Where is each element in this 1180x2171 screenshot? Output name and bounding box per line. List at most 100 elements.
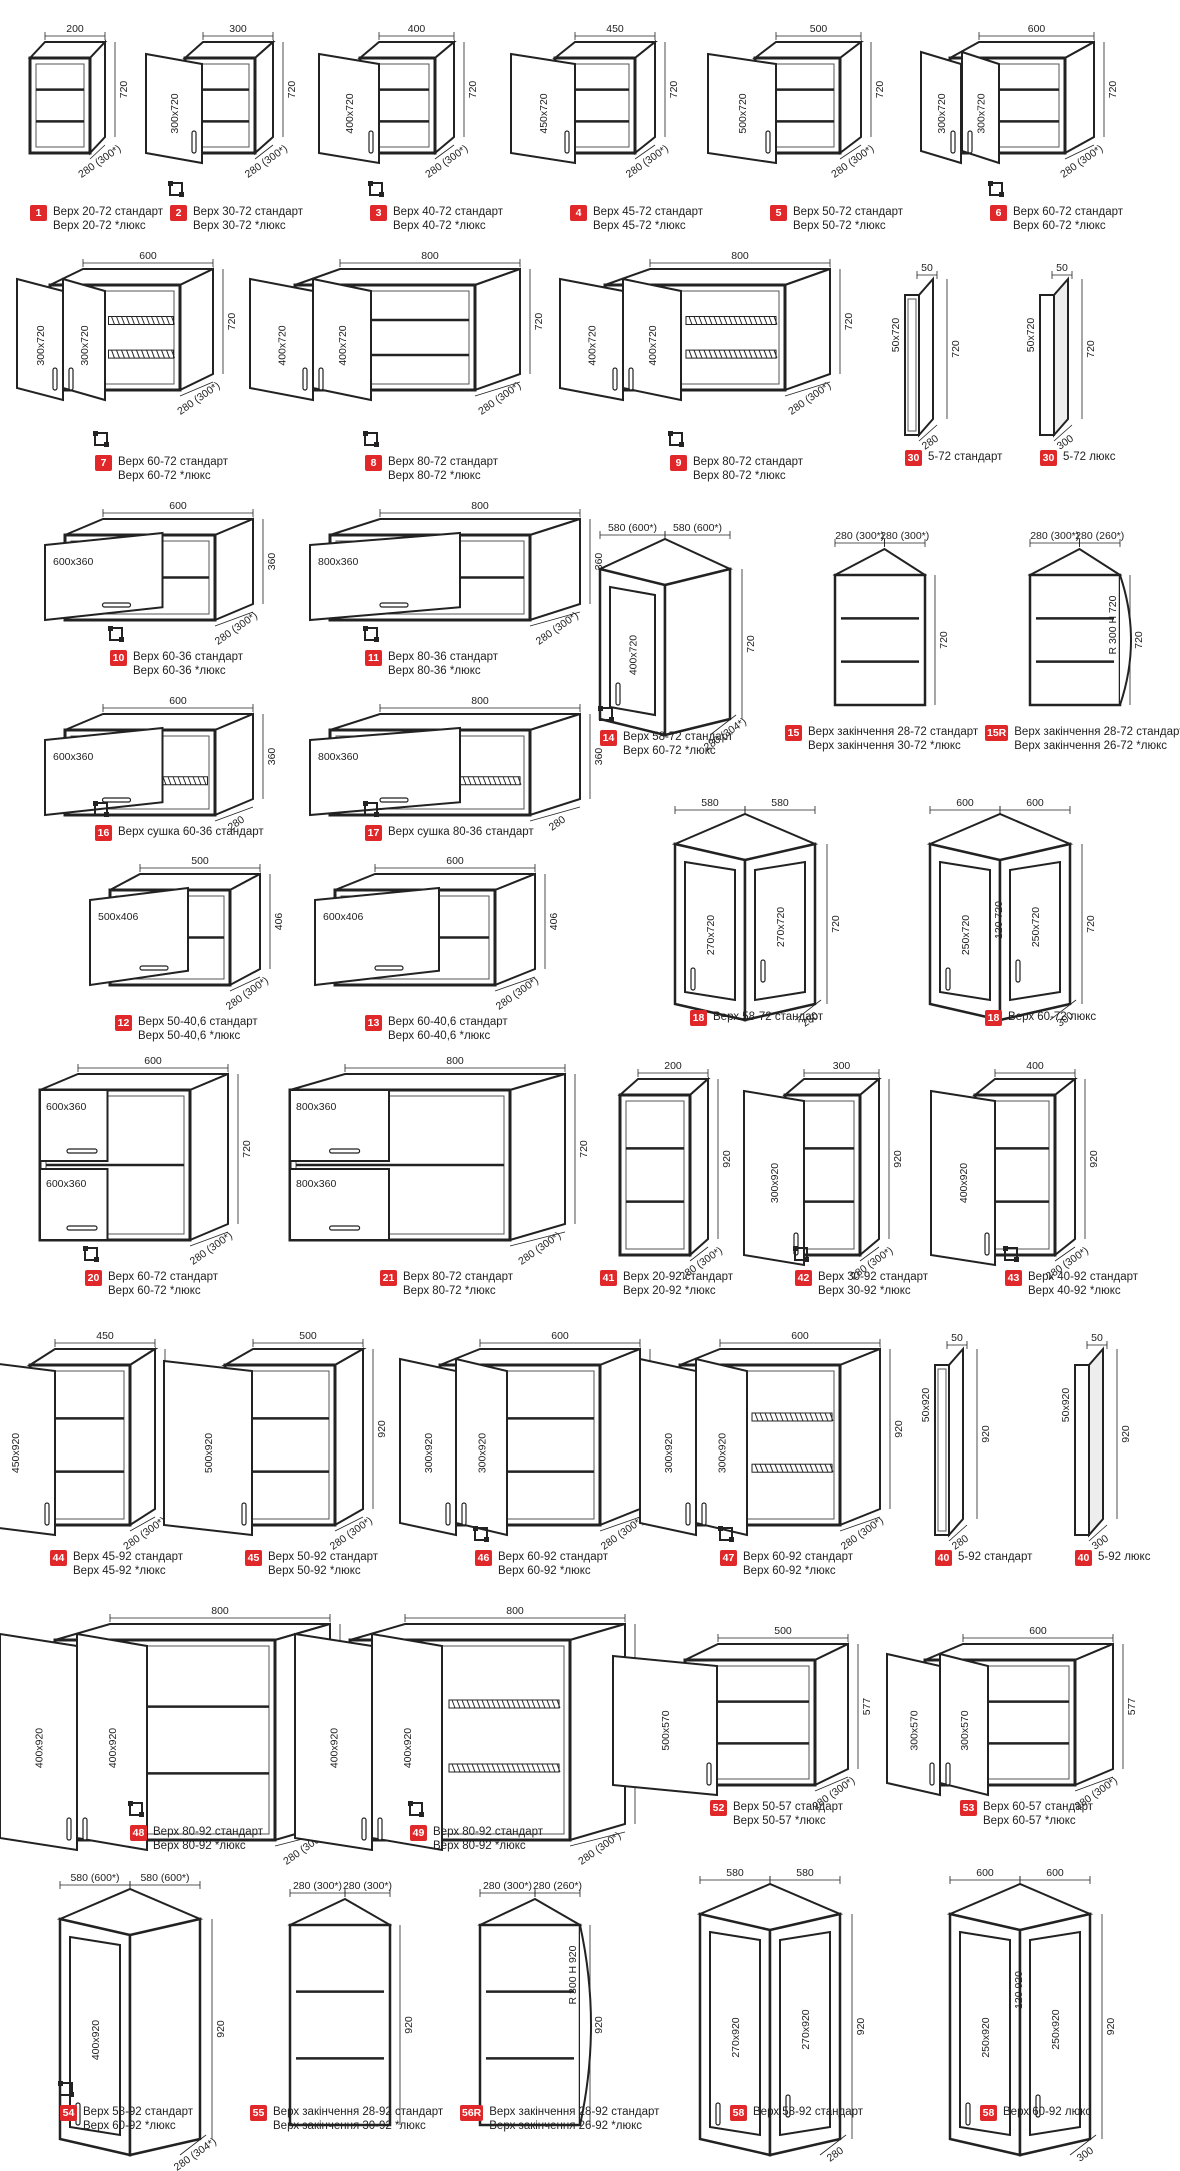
rack-bar <box>779 1464 784 1473</box>
cabinet-door[interactable] <box>886 1652 941 1797</box>
hinge-icon <box>83 1246 99 1262</box>
cabinet-door[interactable] <box>684 860 736 1002</box>
height-label: 720 <box>241 1140 253 1158</box>
cabinet-door[interactable] <box>0 1632 78 1852</box>
flip-door[interactable] <box>89 886 189 987</box>
door-size-label: 270x920 <box>800 2009 812 2049</box>
cabinet-door[interactable] <box>939 860 991 1002</box>
cabinet-door[interactable] <box>612 1654 718 1797</box>
cabinet-door[interactable] <box>609 585 656 717</box>
rack-bar <box>156 316 160 325</box>
cabinet-door[interactable] <box>312 277 372 402</box>
cabinet-door[interactable] <box>69 1935 121 2137</box>
cabinet-door[interactable] <box>707 52 777 165</box>
width-label: 50 <box>1056 262 1068 274</box>
item-title-line: Верх 80-36 стандарт <box>388 651 499 663</box>
cabinet-door[interactable] <box>294 1632 373 1852</box>
cabinet-door[interactable] <box>1029 1930 1081 2137</box>
item-number-badge: 45 <box>245 1550 262 1566</box>
rack-bar <box>713 349 718 359</box>
cabinet-door[interactable] <box>510 52 576 165</box>
door-handle <box>967 130 973 154</box>
flip-door[interactable] <box>289 1089 390 1162</box>
cabinet-door[interactable] <box>695 1357 748 1537</box>
flip-door[interactable] <box>309 531 461 622</box>
door-size-label: 300x920 <box>477 1433 489 1473</box>
item-title: 5-72 стандарт <box>928 450 1002 464</box>
door-handle <box>785 2094 791 2118</box>
cabinet-door[interactable] <box>0 1361 56 1537</box>
door-size-label: 50x720 <box>890 318 902 353</box>
hinge-icon <box>793 1246 809 1262</box>
cabinet-door[interactable] <box>76 1632 148 1852</box>
cabinet-side <box>89 39 106 156</box>
cabinet-door[interactable] <box>145 52 203 165</box>
curved-door[interactable] <box>579 1924 592 2126</box>
cabinet-door[interactable] <box>455 1357 508 1537</box>
width-label: 600 <box>144 1055 162 1067</box>
door-size-label: 500x570 <box>660 1710 672 1750</box>
width-label: 280 (260*) <box>1075 530 1124 542</box>
height-label: 406 <box>273 913 285 931</box>
cabinet-door[interactable] <box>371 1632 443 1852</box>
flip-door[interactable] <box>39 1089 109 1162</box>
height-label: 920 <box>403 2016 415 2034</box>
height-label: 920 <box>1120 1425 1132 1443</box>
door-size-label: 450x720 <box>538 93 550 133</box>
door-size-label: 120 920 <box>1013 1971 1025 2009</box>
cabinet-door[interactable] <box>639 1357 697 1537</box>
cabinet-door[interactable] <box>249 277 314 402</box>
item-title-line: Верх 40-72 стандарт <box>393 206 504 218</box>
door-size-label: 800x360 <box>318 751 358 763</box>
cabinet-interior <box>625 1100 685 1250</box>
dimension-line <box>709 714 737 736</box>
cabinet-door[interactable] <box>559 277 624 402</box>
flip-door[interactable] <box>44 531 164 622</box>
width-label: 280 (300*) <box>343 1880 392 1892</box>
cabinet-door[interactable] <box>1009 860 1061 1002</box>
depth-label: 280 <box>825 2145 846 2165</box>
rack-bar <box>187 776 192 785</box>
cabinet-door[interactable] <box>709 1930 761 2137</box>
cabinet-door[interactable] <box>754 860 806 1002</box>
cabinet-door[interactable] <box>318 52 380 165</box>
width-label: 280 (300*) <box>835 530 884 542</box>
item-number-badge: 14 <box>600 730 617 746</box>
flip-door[interactable] <box>39 1168 109 1241</box>
rack-bar <box>451 1699 456 1709</box>
cabinet-door[interactable] <box>743 1089 805 1267</box>
rack-bar <box>131 316 135 325</box>
width-label: 280 (300*) <box>483 1880 532 1892</box>
width-label: 600 <box>976 1867 994 1879</box>
cabinet-door[interactable] <box>16 277 64 402</box>
door-handle <box>929 1762 935 1786</box>
dimension-line <box>1054 1246 1076 1262</box>
cabinet-door[interactable] <box>622 277 682 402</box>
height-label: 360 <box>266 553 278 571</box>
rack-bar <box>202 776 207 785</box>
curved-door[interactable] <box>1119 574 1132 706</box>
cabinet-door[interactable] <box>779 1930 831 2137</box>
flip-door[interactable] <box>44 726 164 817</box>
flip-door[interactable] <box>289 1168 390 1241</box>
cabinet-door[interactable] <box>399 1357 457 1537</box>
cabinet-door[interactable] <box>959 1930 1011 2137</box>
flip-door[interactable] <box>314 886 440 987</box>
rack-bar <box>131 349 135 359</box>
rack-bar <box>809 1464 814 1473</box>
width-label: 600 <box>1029 1625 1047 1637</box>
dimension-line <box>1074 1776 1114 1792</box>
height-label: 920 <box>892 1150 904 1168</box>
flip-door[interactable] <box>309 726 461 817</box>
door-size-label: 500x720 <box>737 93 749 133</box>
cabinet-door[interactable] <box>163 1359 253 1537</box>
cabinet-door[interactable] <box>939 1652 989 1797</box>
cabinet-door[interactable] <box>930 1089 996 1267</box>
rack-bar <box>506 1763 511 1773</box>
rack-bar <box>698 316 703 325</box>
